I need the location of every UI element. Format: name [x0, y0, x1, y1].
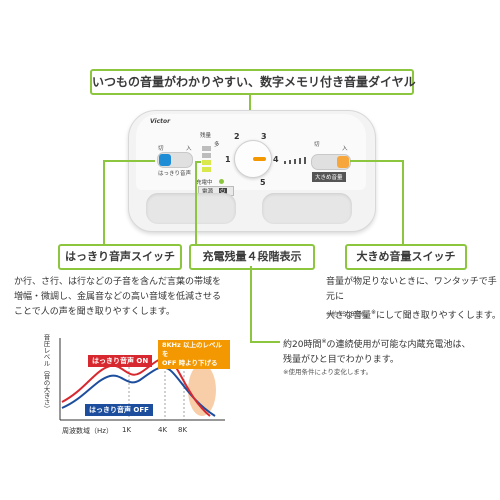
- volume-title: 大きめ音量スイッチ: [345, 244, 467, 270]
- left-switch-off-label: 切: [158, 146, 164, 152]
- clear-voice-switch-knob: [159, 154, 171, 166]
- legend-off: はっきり音声 OFF: [85, 404, 153, 416]
- battery-leader-v: [195, 161, 197, 244]
- frequency-chart: 音圧レベル（音の大きさ） はっきり音声 ON はっきり音声 OFF 8KHz 以…: [30, 328, 230, 448]
- battery-title-box: 充電残量４段階表示: [189, 244, 315, 270]
- chart-xlabel: 周波数域（Hz）: [62, 427, 113, 435]
- right-switch-on-label: 入: [342, 146, 348, 152]
- left-speaker-grille: [146, 193, 236, 224]
- high-freq-highlight: [188, 364, 216, 416]
- left-switch-on-label: 入: [186, 146, 192, 152]
- legend-on: はっきり音声 ON: [88, 355, 153, 367]
- charging-led: [219, 179, 224, 184]
- volume-description: 音量が物足りないときに、ワンタッチで手元に 大きな音量※にして聞き取りやすくしま…: [326, 277, 500, 321]
- volume-leader-h: [350, 160, 404, 162]
- dial-number-3: 3: [261, 132, 267, 141]
- volume-note: ※約15dB増幅: [326, 310, 368, 318]
- clear-voice-switch-label: はっきり音声: [158, 171, 192, 177]
- tick-1k: 1K: [122, 426, 132, 434]
- volume-boost-switch-knob: [337, 156, 349, 168]
- charging-label: 充電中: [196, 180, 213, 186]
- chart-ylabel: 音圧レベル（音の大きさ）: [42, 334, 50, 412]
- power-icon: ⏻: [218, 187, 227, 196]
- tick-8k: 8K: [178, 426, 188, 434]
- battery-title: 残量: [200, 133, 212, 139]
- clear-voice-leader-v: [103, 160, 105, 244]
- clear-voice-switch[interactable]: [157, 152, 193, 168]
- clear-voice-description: か行、さ行、は行などの子音を含んだ言葉の帯域を 増幅・微調し、金属音などの高い音…: [14, 277, 222, 317]
- battery-leader-h: [195, 161, 201, 163]
- power-label: 電源: [202, 189, 214, 195]
- battery-desc-leader-v: [250, 266, 252, 342]
- frequency-chart-svg: [59, 338, 225, 421]
- dial-number-5: 5: [260, 178, 266, 187]
- series-on-line: [61, 357, 211, 417]
- dial-callout-leader: [249, 93, 251, 126]
- clear-voice-leader-h: [103, 160, 155, 162]
- right-switch-off-label: 切: [314, 142, 320, 148]
- dial-number-2: 2: [234, 132, 240, 141]
- battery-desc-leader-h: [250, 341, 280, 343]
- dial-indicator: [253, 157, 266, 161]
- volume-boost-switch[interactable]: [311, 154, 351, 170]
- battery-description: 約20時間※の連続使用が可能な内蔵充電池は、 残量がひと目でわかります。: [283, 338, 471, 365]
- volume-level-marks: [284, 156, 306, 166]
- volume-dial[interactable]: [234, 140, 272, 178]
- dial-number-4: 4: [273, 155, 279, 164]
- dial-feature-callout: いつもの音量がわかりやすい、数字メモリ付き音量ダイヤル: [90, 69, 416, 95]
- brand-logo: Victor: [150, 118, 171, 125]
- series-off-line: [61, 366, 216, 417]
- dial-number-1: 1: [225, 155, 231, 164]
- volume-boost-switch-label: 大きめ音量: [312, 172, 346, 182]
- battery-note: ※使用条件により変化します。: [283, 368, 373, 376]
- battery-level-indicator: [202, 146, 211, 174]
- battery-full-label: 多: [214, 142, 220, 148]
- right-speaker-grille: [262, 193, 352, 224]
- chart-annotation: 8KHz 以上のレベルを OFF 時より下げる: [158, 340, 230, 369]
- volume-leader-v: [402, 160, 404, 244]
- tick-4k: 4K: [158, 426, 168, 434]
- clear-voice-title: はっきり音声スイッチ: [58, 244, 182, 270]
